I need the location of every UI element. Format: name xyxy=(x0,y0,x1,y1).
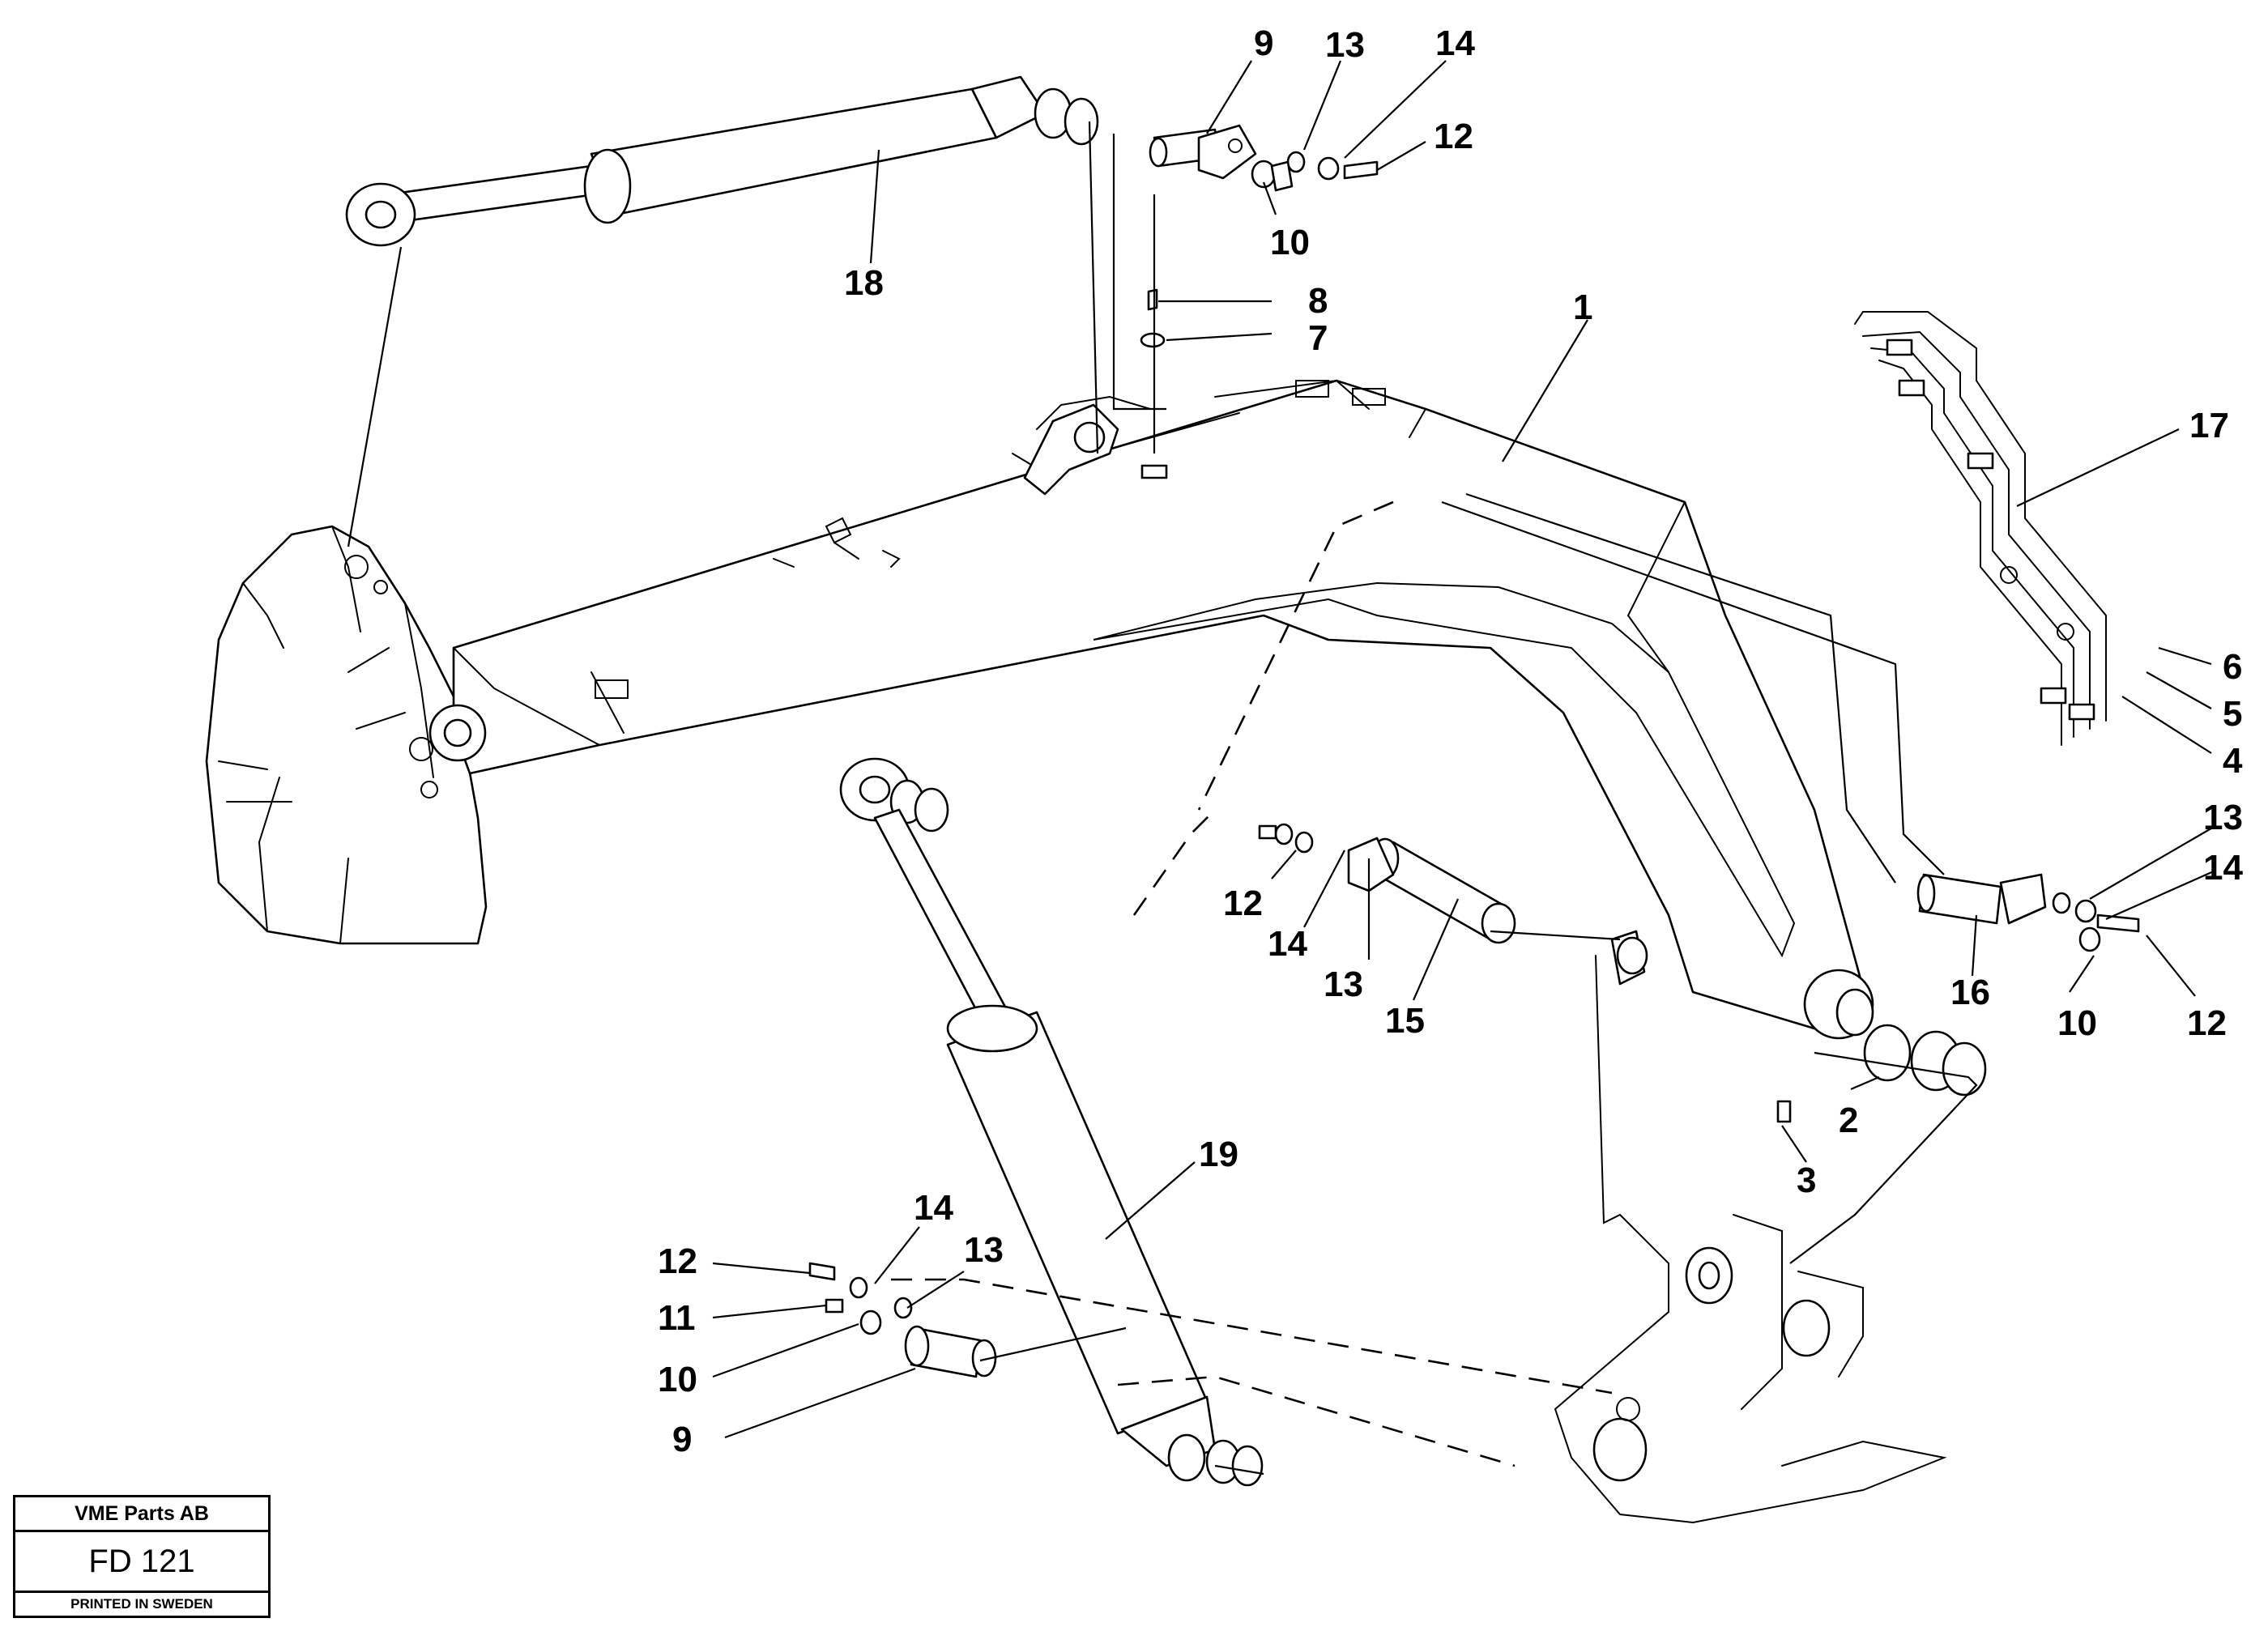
callout-18: 18 xyxy=(844,263,884,303)
assembly-lines xyxy=(347,121,1978,1476)
callout-8: 8 xyxy=(1308,281,1328,321)
callout-1: 1 xyxy=(1573,287,1592,327)
boom xyxy=(428,379,1874,1040)
callout-12-bottom: 12 xyxy=(658,1241,697,1281)
callout-13-top: 13 xyxy=(1325,25,1365,65)
machine-frame xyxy=(205,525,488,945)
callout-12-right: 12 xyxy=(2187,1003,2227,1043)
callout-5: 5 xyxy=(2223,694,2242,734)
callout-14-mid: 14 xyxy=(1268,924,1307,964)
callout-14-top: 14 xyxy=(1435,23,1475,63)
callout-10-right: 10 xyxy=(2057,1003,2097,1043)
callout-13-bottom: 13 xyxy=(964,1230,1004,1270)
callout-16: 16 xyxy=(1950,973,1990,1012)
callout-17: 17 xyxy=(2189,406,2229,445)
drawing-code: FD 121 xyxy=(15,1532,268,1593)
callout-labels: 9 13 14 12 10 18 8 7 1 17 6 5 4 13 14 16… xyxy=(658,23,2243,1459)
pin-assembly-right xyxy=(1776,873,2140,1123)
callout-15: 15 xyxy=(1385,1001,1425,1041)
callout-14-bottom: 14 xyxy=(914,1188,953,1228)
upper-cylinder xyxy=(345,75,1099,247)
pin-assembly-bottom xyxy=(808,1262,997,1378)
callout-4: 4 xyxy=(2223,741,2243,781)
callout-9-bottom: 9 xyxy=(672,1420,692,1459)
callout-9-top: 9 xyxy=(1254,23,1273,63)
callout-10-bottom: 10 xyxy=(658,1360,697,1399)
callout-11: 11 xyxy=(658,1298,696,1338)
callout-3: 3 xyxy=(1797,1160,1816,1200)
callout-12-top: 12 xyxy=(1434,117,1473,156)
callout-6: 6 xyxy=(2223,647,2242,687)
callout-19: 19 xyxy=(1199,1135,1238,1174)
callout-10-top: 10 xyxy=(1270,223,1310,262)
pin-assembly-top xyxy=(1140,124,1379,479)
callout-7: 7 xyxy=(1308,318,1328,358)
leader-lines xyxy=(712,60,2216,1439)
arm xyxy=(891,500,1947,1524)
pipe-kit xyxy=(1854,311,2107,746)
callout-13-mid: 13 xyxy=(1324,965,1363,1004)
callout-14-right: 14 xyxy=(2203,848,2243,888)
lower-cylinder xyxy=(839,757,1264,1487)
callout-2: 2 xyxy=(1839,1101,1858,1140)
callout-13-right: 13 xyxy=(2203,798,2243,837)
callout-12-mid: 12 xyxy=(1223,884,1263,923)
title-block: VME Parts AB FD 121 PRINTED IN SWEDEN xyxy=(13,1495,271,1618)
company-name: VME Parts AB xyxy=(15,1497,268,1532)
printed-note: PRINTED IN SWEDEN xyxy=(70,1596,213,1612)
